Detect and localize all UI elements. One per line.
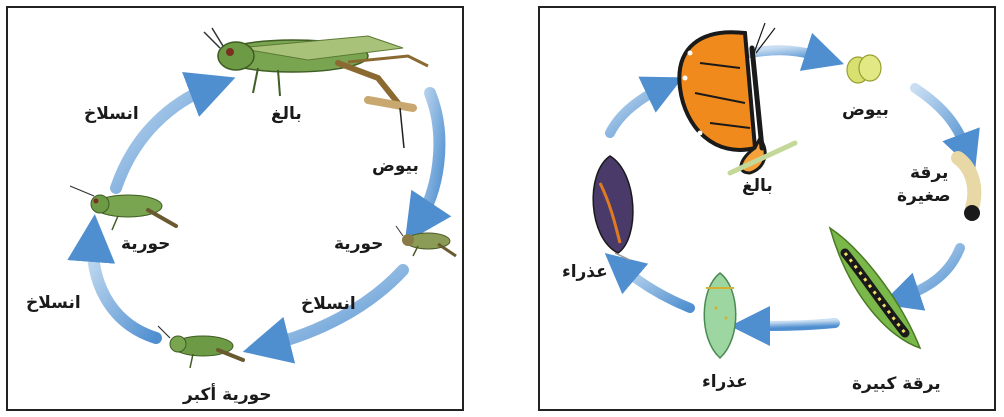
arrow-small-larva-to-large-larva bbox=[881, 243, 965, 311]
label-molt-left-upper: انسلاخ bbox=[84, 104, 139, 124]
arrow-pupa-to-adult bbox=[605, 76, 684, 138]
arrow-nymph-to-larger-nymph bbox=[242, 264, 409, 364]
arrow-larger-nymph-to-nymph bbox=[67, 214, 162, 344]
label-nymph-right: حورية bbox=[334, 234, 384, 254]
butterfly-cycle-panel: بالغ بيوض يرقة صغيرة يرقة كبيرة عذراء عذ… bbox=[538, 6, 996, 411]
label-small-larva-line2: صغيرة bbox=[897, 186, 951, 206]
label-adult: بالغ bbox=[271, 104, 302, 124]
label-adult: بالغ bbox=[742, 176, 773, 196]
adult-grasshopper-image bbox=[203, 27, 429, 149]
arrow-adult-to-nymph bbox=[404, 87, 452, 243]
label-pupa-bottom: عذراء bbox=[702, 372, 748, 392]
larger-nymph-image bbox=[157, 325, 245, 369]
label-molt-right: انسلاخ bbox=[301, 294, 356, 314]
arrow-nymph-to-adult bbox=[110, 72, 236, 194]
large-larva-image bbox=[828, 226, 922, 350]
eggs-image bbox=[846, 54, 882, 84]
arrow-large-larva-to-pupa bbox=[730, 305, 840, 346]
nymph-left-image bbox=[69, 185, 178, 231]
adult-butterfly-image bbox=[677, 22, 798, 176]
arrow-pupa-to-pupa bbox=[604, 253, 695, 313]
label-large-larva: يرقة كبيرة bbox=[852, 374, 941, 394]
grasshopper-cycle-panel: بالغ بيوض حورية انسلاخ حورية أكبر انسلاخ… bbox=[6, 6, 464, 411]
grasshopper-cycle-illustration bbox=[67, 27, 457, 369]
label-larger-nymph: حورية أكبر bbox=[183, 385, 272, 405]
pupa-left-image bbox=[592, 155, 634, 261]
butterfly-cycle-illustration bbox=[592, 22, 982, 360]
label-eggs: بيوض bbox=[842, 100, 889, 120]
label-small-larva-line1: يرقة bbox=[910, 163, 949, 183]
arrow-adult-to-eggs bbox=[745, 32, 845, 71]
arrow-eggs-to-small-larva bbox=[910, 83, 980, 172]
pupa-bottom-image bbox=[703, 272, 737, 360]
label-pupa-left: عذراء bbox=[562, 262, 608, 282]
label-nymph-left: حورية bbox=[121, 234, 171, 254]
nymph-right-image bbox=[395, 225, 457, 258]
label-eggs: بيوض bbox=[372, 156, 419, 176]
small-larva-image bbox=[951, 151, 982, 221]
label-molt-left-lower: انسلاخ bbox=[26, 293, 81, 313]
